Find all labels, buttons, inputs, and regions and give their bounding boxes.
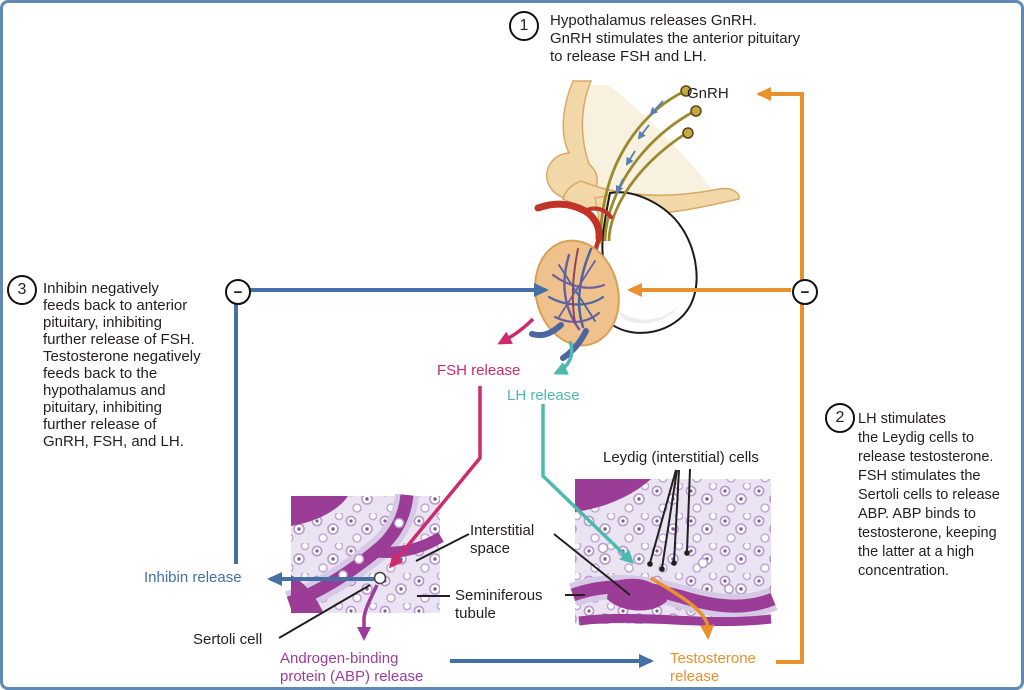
abp-release-label: Androgen-binding protein (ABP) release	[280, 650, 424, 685]
step-3-text: Inhibin negatively feeds back to anterio…	[43, 280, 201, 450]
interstitial-space-left-pointer	[415, 533, 470, 562]
anterior-pituitary	[529, 239, 620, 361]
leydig-cells-label: Leydig (interstitial) cells	[603, 449, 759, 466]
pituitary-illustration	[529, 80, 740, 361]
pointer-lines	[278, 468, 691, 639]
testosterone-feedback-line	[756, 87, 804, 664]
inhibin-release-label: Inhibin release	[144, 569, 242, 586]
fsh-release-arrow	[497, 317, 535, 345]
step-3-number: 3	[17, 281, 27, 298]
interstitial-space-label: Interstitial space	[470, 522, 535, 557]
step-2-circle: 2	[825, 403, 855, 433]
seminiferous-tubule-label: Seminiferous tubule	[455, 587, 543, 622]
testosterone-release-arrow	[650, 576, 715, 640]
step-2-text: LH stimulates the Leydig cells to releas…	[858, 411, 1000, 579]
step-1-circle: 1	[509, 11, 539, 41]
step-3-circle: 3	[7, 275, 37, 305]
left-histology-image	[284, 493, 444, 615]
step-2-number: 2	[835, 409, 845, 426]
fsh-release-label: FSH release	[437, 362, 521, 379]
lh-to-leydig-arrow	[541, 404, 635, 565]
sertoli-cell-pointer	[278, 584, 371, 639]
fiber-direction-arrows	[615, 100, 664, 194]
minus-badge-left: −	[225, 279, 251, 305]
step-1-text: Hypothalamus releases GnRH. GnRH stimula…	[550, 12, 801, 65]
feedback-arrows	[234, 87, 804, 668]
leydig-cells-pointer-fan	[647, 468, 691, 572]
lh-release-label: LH release	[507, 387, 580, 404]
lh-release-arrow	[553, 340, 574, 375]
fsh-to-sertoli-arrow	[389, 386, 482, 569]
step-1-number: 1	[519, 17, 529, 34]
minus-badge-right: −	[792, 279, 818, 305]
testosterone-release-label: Testosterone release	[670, 650, 756, 685]
gnrh-label: GnRH	[687, 85, 729, 102]
abp-release-arrow	[357, 584, 379, 641]
interstitial-space-right-pointer	[553, 533, 631, 596]
diagram-artwork	[234, 80, 804, 668]
right-histology-image	[568, 479, 778, 627]
sertoli-cell-point	[373, 571, 387, 585]
sertoli-cell-label: Sertoli cell	[193, 631, 263, 648]
